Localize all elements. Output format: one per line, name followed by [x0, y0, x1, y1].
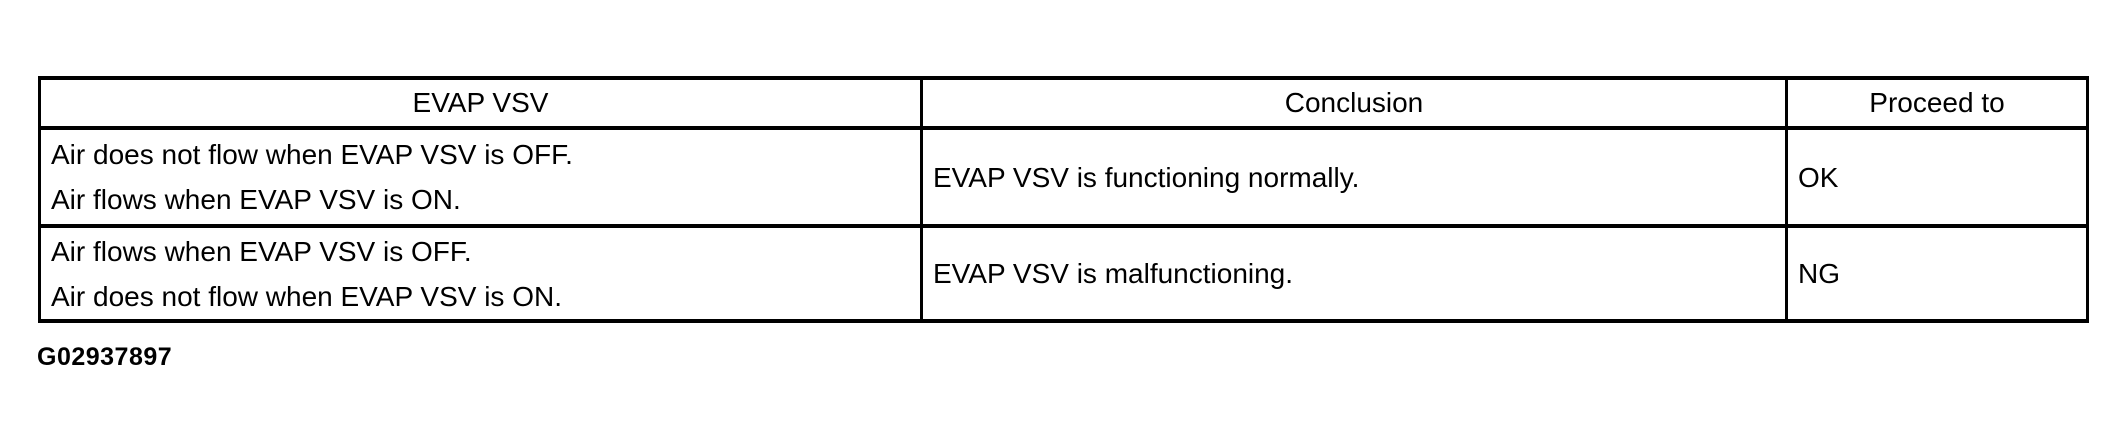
- conclusion-text: EVAP VSV is malfunctioning.: [933, 258, 1294, 289]
- conclusion-cell: EVAP VSV is malfunctioning.: [920, 224, 1788, 323]
- table-row: Air does not flow when EVAP VSV is OFF. …: [38, 126, 2089, 228]
- proceed-to-value: NG: [1798, 258, 1840, 289]
- evap-vsv-condition-cell: Air does not flow when EVAP VSV is OFF. …: [38, 126, 923, 228]
- table-header-row: EVAP VSV Conclusion Proceed to: [38, 76, 2089, 130]
- column-header-conclusion: Conclusion: [920, 76, 1788, 130]
- condition-line: Air flows when EVAP VSV is ON.: [51, 184, 461, 215]
- conclusion-text: EVAP VSV is functioning normally.: [933, 161, 1360, 193]
- figure-id-label: G02937897: [37, 343, 173, 371]
- column-header-evap-vsv: EVAP VSV: [38, 76, 923, 130]
- proceed-to-cell: NG: [1785, 224, 2089, 323]
- condition-line: Air does not flow when EVAP VSV is ON.: [51, 280, 562, 312]
- evap-vsv-condition-cell: Air flows when EVAP VSV is OFF. Air does…: [38, 224, 923, 323]
- condition-line: Air does not flow when EVAP VSV is OFF.: [51, 139, 573, 170]
- condition-line: Air flows when EVAP VSV is OFF.: [51, 235, 472, 267]
- proceed-to-cell: OK: [1785, 126, 2089, 228]
- proceed-to-value: OK: [1798, 161, 1839, 193]
- evap-vsv-test-table: EVAP VSV Conclusion Proceed to Air does …: [38, 76, 2089, 323]
- conclusion-cell: EVAP VSV is functioning normally.: [920, 126, 1788, 228]
- table-row: Air flows when EVAP VSV is OFF. Air does…: [38, 224, 2089, 323]
- column-header-proceed-to: Proceed to: [1785, 76, 2089, 130]
